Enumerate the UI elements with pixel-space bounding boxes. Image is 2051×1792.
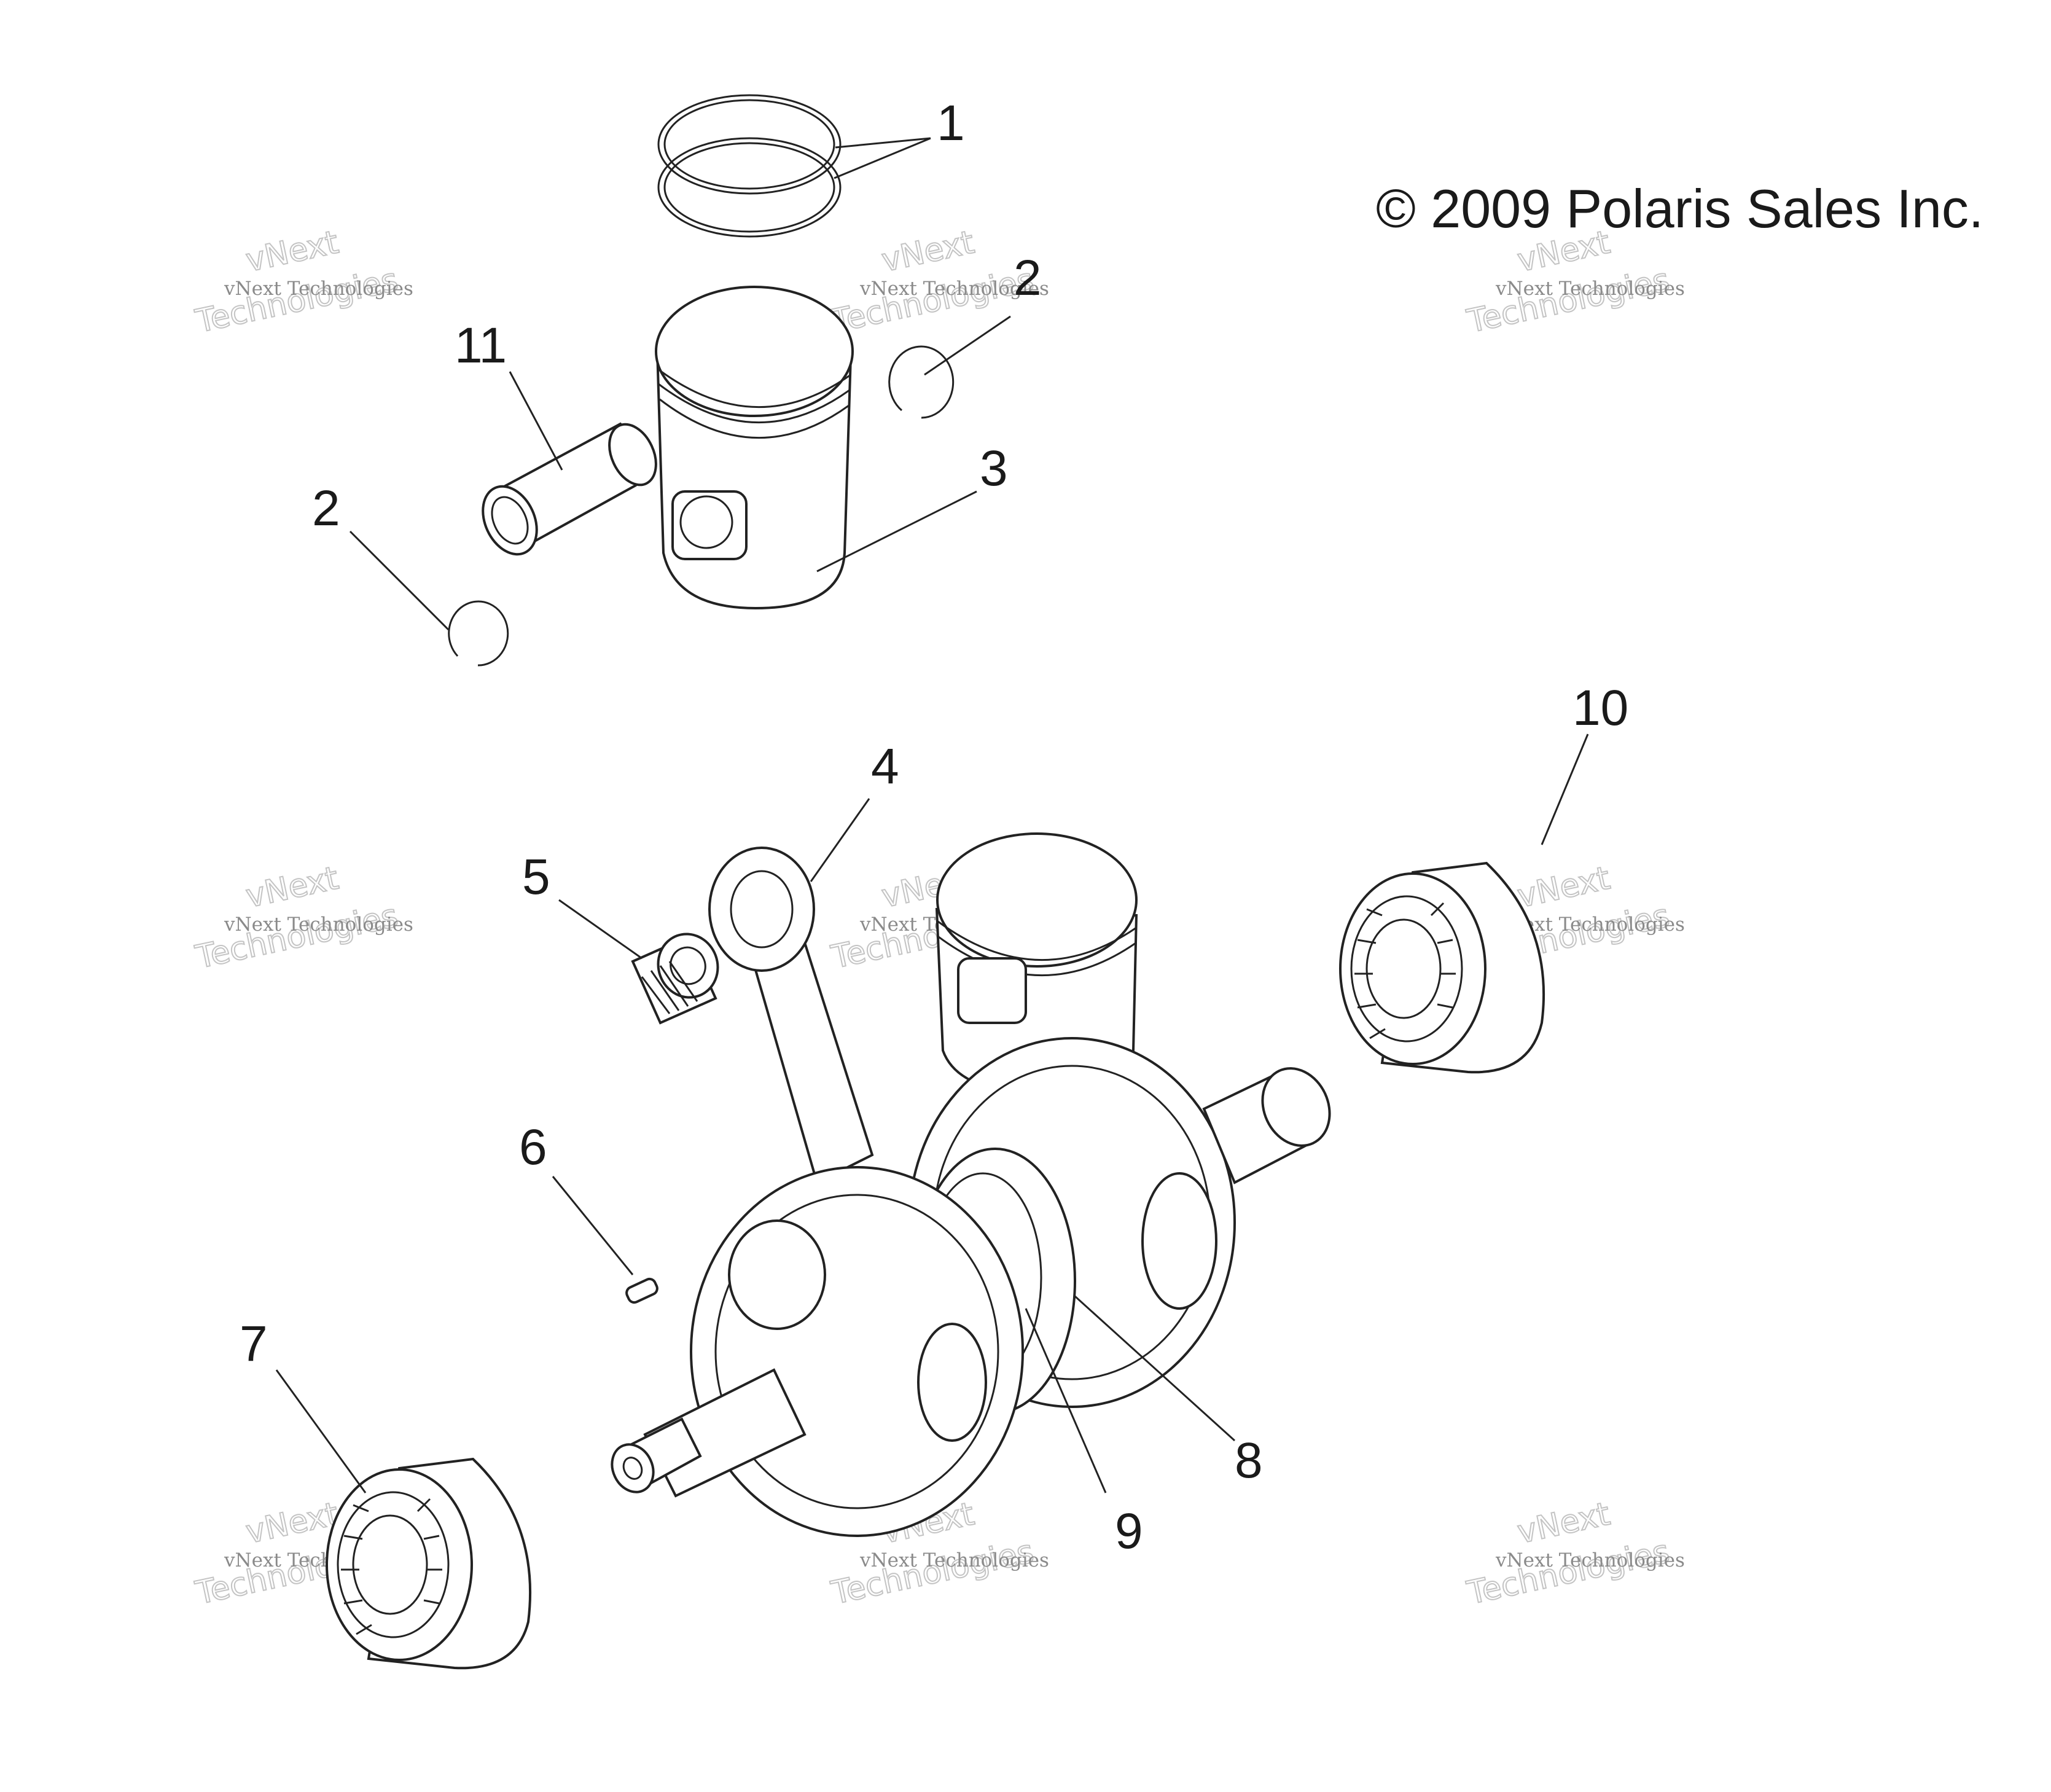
callout-2-left: 2 [312,480,340,536]
leader-line-8 [1074,1295,1236,1442]
leader-line-5 [558,899,643,960]
main-bearing-left [326,1457,532,1670]
callout-8: 8 [1235,1433,1263,1489]
callout-6: 6 [519,1119,547,1175]
svg-text:vNext: vNext [243,1496,342,1551]
connecting-rod [708,847,874,1184]
callout-9: 9 [1115,1503,1143,1559]
leader-line-11 [509,371,563,471]
watermark: vNext Technologies vNext Technologies [192,224,413,342]
callout-1: 1 [937,95,965,151]
watermark: vNext Technologies vNext Technologies [1463,224,1685,342]
circlip-right [888,345,955,419]
leader-line-7 [275,1369,367,1493]
leader-line-10 [1541,734,1589,845]
wrist-pin [482,422,657,556]
callout-3: 3 [980,440,1008,496]
svg-text:vNext Technologies: vNext Technologies [224,278,413,300]
svg-text:vNext: vNext [1514,1496,1613,1551]
svg-text:Technologies: Technologies [1464,262,1673,340]
main-bearing-right [1339,861,1545,1074]
callout-10: 10 [1572,680,1628,736]
leader-line-3 [816,490,977,573]
watermark: vNext Technologies vNext Technologies [1463,1495,1685,1613]
svg-text:vNext: vNext [1514,860,1613,915]
svg-text:vNext: vNext [243,224,342,280]
needle-bearing [631,933,719,1025]
leader-line-9 [1025,1308,1107,1493]
svg-text:Technologies: Technologies [1464,1533,1673,1612]
callout-7: 7 [240,1316,268,1372]
woodruff-key [625,1277,658,1304]
leader-line-2-left [349,530,450,631]
leader-line-1 [834,137,931,179]
svg-text:vNext: vNext [243,860,342,915]
callout-11: 11 [455,318,507,374]
copyright-text: © 2009 Polaris Sales Inc. [1376,178,1983,239]
svg-text:vNext Technologies: vNext Technologies [224,914,413,936]
leader-line-4 [810,798,870,882]
callout-2-right: 2 [1014,250,1042,306]
svg-text:Technologies: Technologies [192,898,401,976]
leader-line-6 [552,1176,634,1275]
piston-rings [657,94,842,238]
svg-text:vNext: vNext [878,224,977,280]
watermark: vNext Technologies vNext Technologies [192,859,413,977]
piston [655,286,854,610]
callout-4: 4 [871,738,899,794]
leader-line-2-right [924,315,1011,376]
svg-text:vNext Technologies: vNext Technologies [859,278,1049,300]
svg-text:Technologies: Technologies [828,262,1037,340]
svg-text:Technologies: Technologies [192,262,401,340]
callout-5: 5 [522,849,550,905]
svg-text:vNext Technologies: vNext Technologies [859,1549,1049,1571]
svg-text:vNext Technologies: vNext Technologies [1495,1549,1685,1571]
svg-text:vNext Technologies: vNext Technologies [1495,278,1685,300]
circlip-left [448,600,509,667]
svg-text:Technologies: Technologies [828,1533,1037,1612]
crankshaft-assembly [611,832,1331,1537]
